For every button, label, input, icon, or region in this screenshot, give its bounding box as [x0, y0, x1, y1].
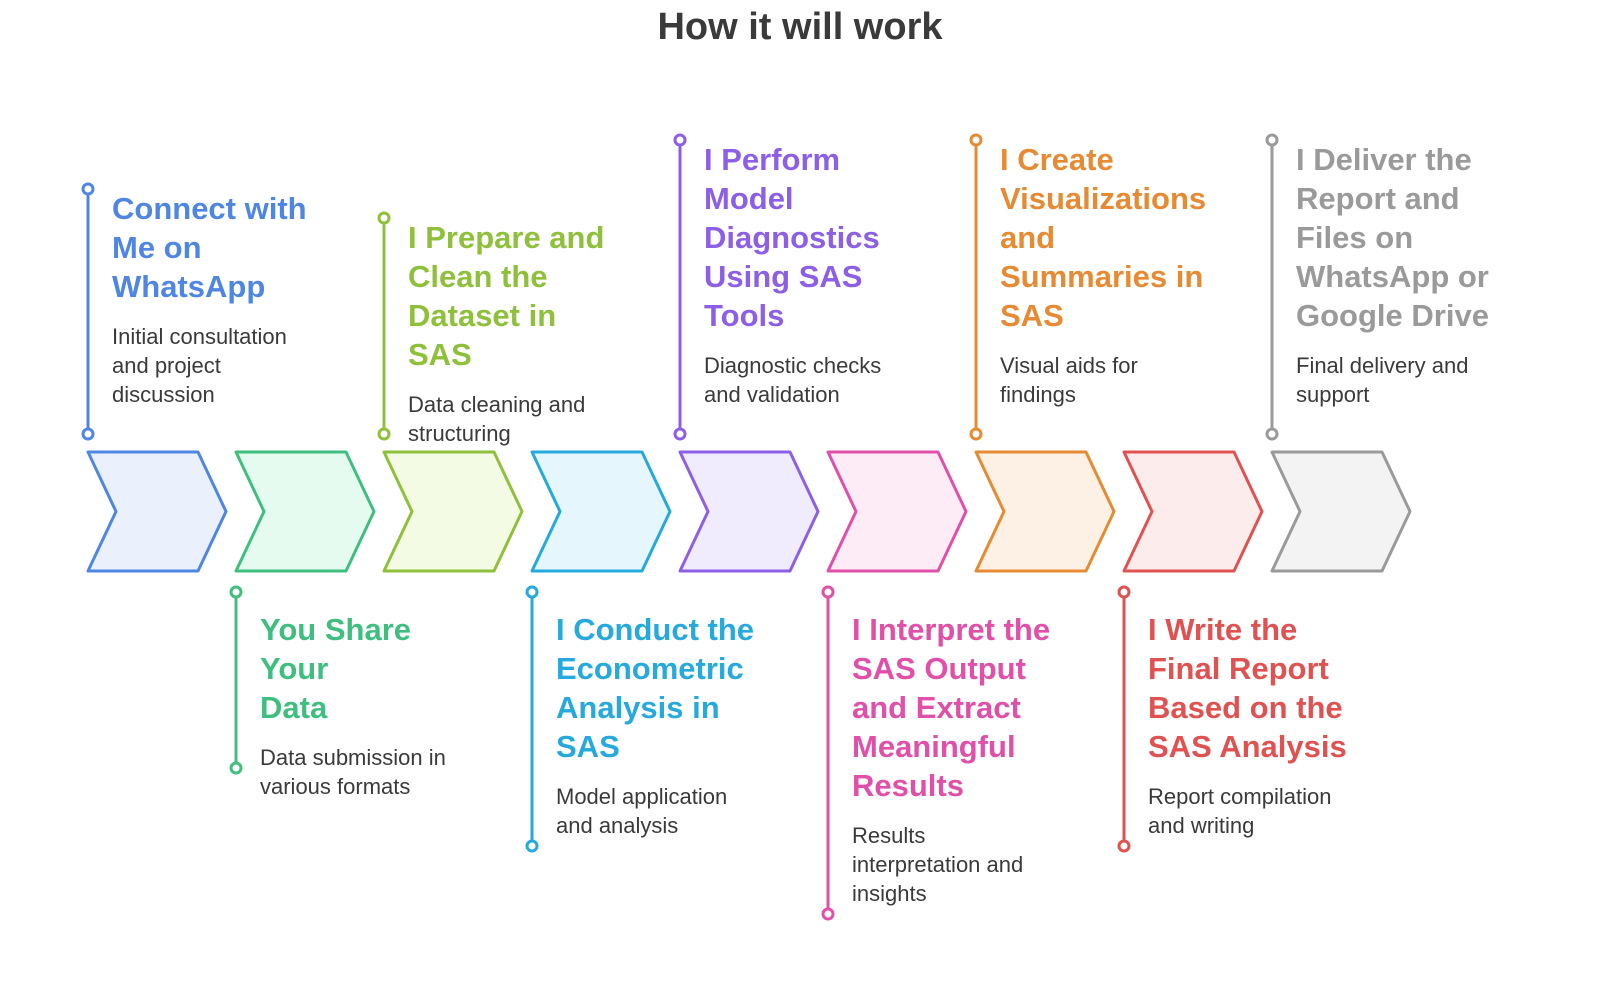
- step-3-connector-end-dot: [377, 427, 391, 441]
- step-5-connector-end-dot: [673, 427, 687, 441]
- step-7-description: Visual aids for findings: [1000, 353, 1138, 407]
- step-2-title: You Share Your Data: [260, 612, 412, 725]
- step-9-connector-start-dot: [1265, 133, 1279, 147]
- step-9-label: I Deliver the Report and Files on WhatsA…: [1296, 140, 1516, 409]
- step-2-connector-start-dot: [229, 585, 243, 599]
- step-5-description: Diagnostic checks and validation: [704, 353, 882, 407]
- step-6-label: I Interpret the SAS Output and Extract M…: [852, 610, 1072, 908]
- step-4-group: [525, 450, 672, 853]
- step-2-connector-end-dot: [229, 761, 243, 775]
- step-9-connector-end-dot: [1265, 427, 1279, 441]
- step-3-connector-start-dot: [377, 211, 391, 225]
- step-3-label: I Prepare and Clean the Dataset in SAS Da…: [408, 218, 628, 448]
- step-7-group: [969, 133, 1116, 573]
- step-6-title: I Interpret the SAS Output and Extract M…: [852, 612, 1051, 803]
- step-4-chevron: [530, 450, 672, 573]
- step-5-label: I Perform Model Diagnostics Using SAS To…: [704, 140, 924, 409]
- step-8-label: I Write the Final Report Based on the SA…: [1148, 610, 1368, 840]
- step-5-connector-start-dot: [673, 133, 687, 147]
- step-4-connector-end-dot: [525, 839, 539, 853]
- step-6-connector-end-dot: [821, 907, 835, 921]
- step-1-group: [81, 182, 228, 573]
- step-4-title: I Conduct the Econometric Analysis in SA…: [556, 612, 755, 764]
- step-3-chevron: [382, 450, 524, 573]
- step-8-connector-start-dot: [1117, 585, 1131, 599]
- step-1-title: Connect with Me on WhatsApp: [112, 191, 307, 304]
- step-7-connector-end-dot: [969, 427, 983, 441]
- step-3-description: Data cleaning and structuring: [408, 392, 586, 446]
- step-8-connector-end-dot: [1117, 839, 1131, 853]
- step-1-chevron: [86, 450, 228, 573]
- step-1-description: Initial consultation and project discuss…: [112, 324, 287, 407]
- step-3-title: I Prepare and Clean the Dataset in SAS: [408, 220, 605, 372]
- step-7-title: I Create Visualizations and Summaries in…: [1000, 142, 1207, 333]
- step-5-group: [673, 133, 820, 573]
- step-7-connector-start-dot: [969, 133, 983, 147]
- step-8-group: [1117, 450, 1264, 853]
- step-2-description: Data submission in various formats: [260, 745, 446, 799]
- step-5-title: I Perform Model Diagnostics Using SAS To…: [704, 142, 880, 333]
- step-9-group: [1265, 133, 1412, 573]
- step-2-group: [229, 450, 376, 775]
- step-1-connector-start-dot: [81, 182, 95, 196]
- step-6-group: [821, 450, 968, 921]
- step-3-group: [377, 211, 524, 573]
- step-6-connector-start-dot: [821, 585, 835, 599]
- step-8-chevron: [1122, 450, 1264, 573]
- step-8-title: I Write the Final Report Based on the SA…: [1148, 612, 1347, 764]
- step-4-connector-start-dot: [525, 585, 539, 599]
- step-9-title: I Deliver the Report and Files on WhatsA…: [1296, 142, 1489, 333]
- step-6-chevron: [826, 450, 968, 573]
- step-4-label: I Conduct the Econometric Analysis in SA…: [556, 610, 776, 840]
- step-1-connector-end-dot: [81, 427, 95, 441]
- step-8-description: Report compilation and writing: [1148, 784, 1332, 838]
- step-5-chevron: [678, 450, 820, 573]
- step-7-chevron: [974, 450, 1116, 573]
- step-7-label: I Create Visualizations and Summaries in…: [1000, 140, 1220, 409]
- step-6-description: Results interpretation and insights: [852, 823, 1024, 906]
- step-9-description: Final delivery and support: [1296, 353, 1469, 407]
- step-2-chevron: [234, 450, 376, 573]
- step-4-description: Model application and analysis: [556, 784, 728, 838]
- diagram-title: How it will work: [657, 6, 943, 48]
- step-9-chevron: [1270, 450, 1412, 573]
